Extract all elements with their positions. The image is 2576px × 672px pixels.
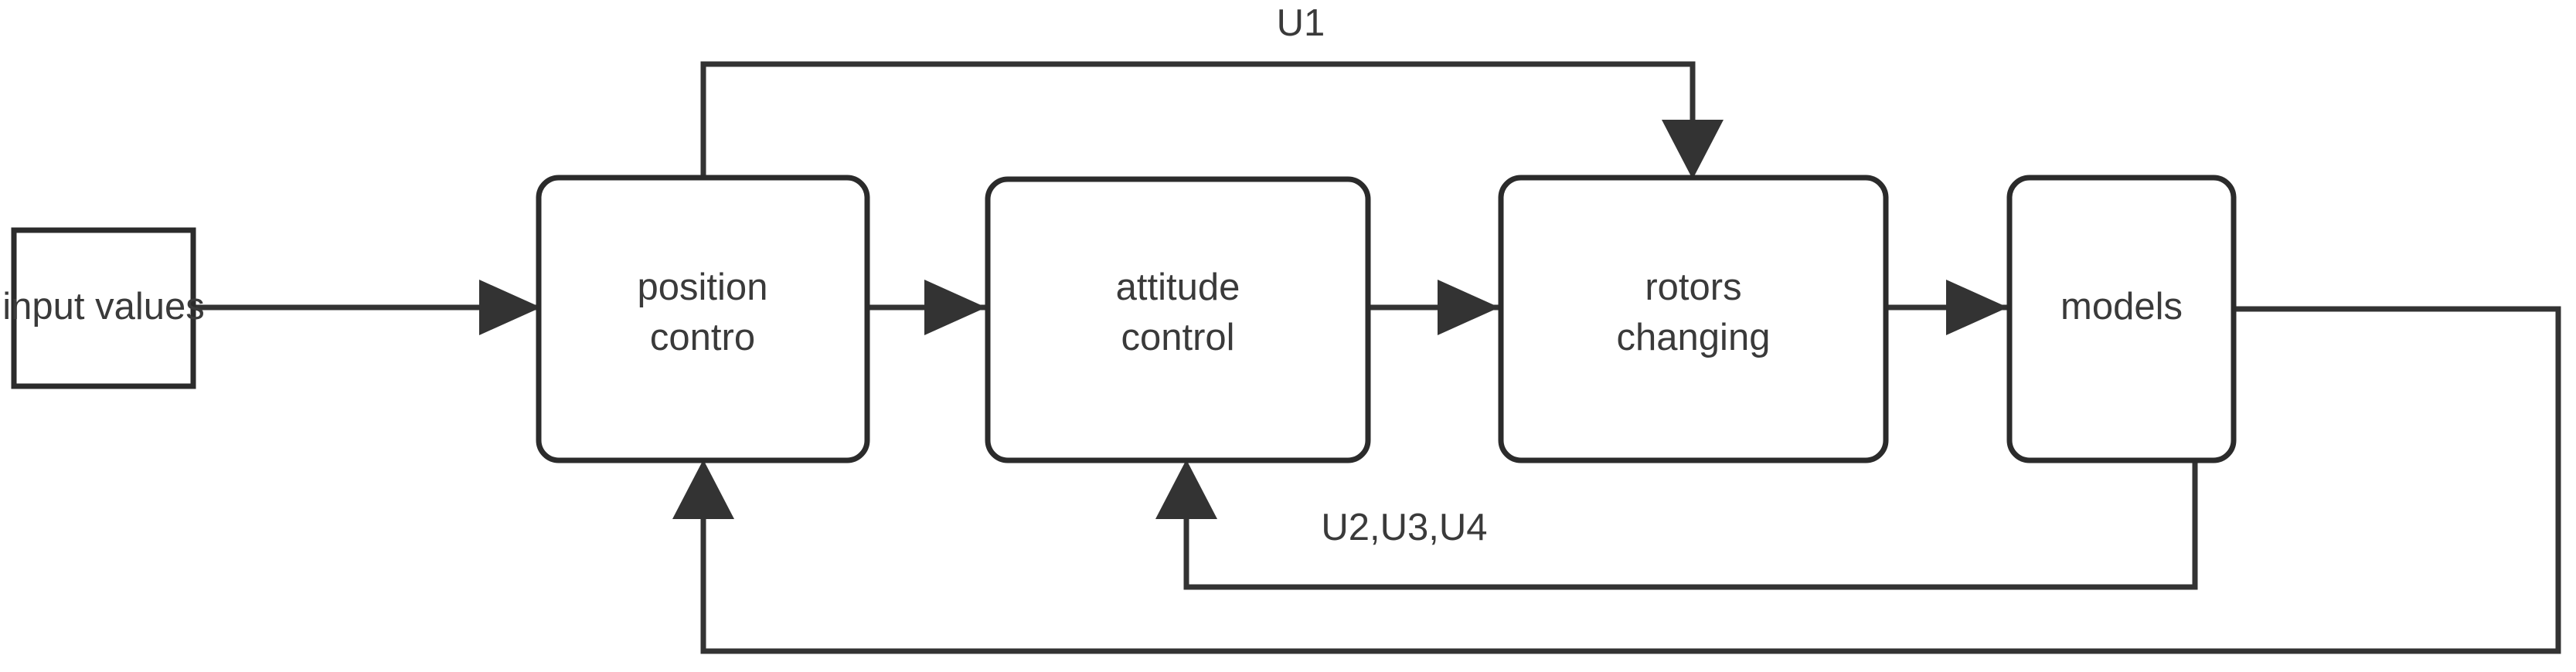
node-position-control-label-line2: contro [650, 317, 755, 358]
node-attitude-control-label-line2: control [1121, 317, 1234, 358]
connector-u234-feedback [1155, 460, 2198, 590]
edge-label-u1: U1 [1277, 2, 1325, 44]
connector-attitude-to-rotors [1368, 280, 1511, 335]
connector-outer-feedback [672, 306, 2561, 654]
node-attitude-control[interactable]: attitude control [985, 176, 1371, 463]
node-rotors-changing-label-line1: rotors [1645, 266, 1741, 308]
node-models[interactable]: models [2006, 175, 2237, 463]
connector-rotors-to-models [1886, 280, 2019, 335]
node-rotors-changing[interactable]: rotors changing [1498, 175, 1889, 463]
edge-label-u2-u3-u4: U2,U3,U4 [1321, 507, 1487, 548]
connector-position-to-attitude [867, 280, 997, 335]
node-input-values-label: input values [2, 286, 205, 328]
node-input-values[interactable]: input values [2, 227, 205, 389]
connector-input-to-position [193, 280, 555, 335]
node-position-control[interactable]: position contro [536, 175, 870, 463]
node-rotors-changing-label-line2: changing [1617, 317, 1771, 358]
connector-u1-feedforward [700, 61, 1724, 179]
node-models-label: models [2060, 286, 2183, 328]
node-position-control-label-line1: position [638, 266, 768, 308]
node-attitude-control-label-line1: attitude [1116, 266, 1240, 308]
